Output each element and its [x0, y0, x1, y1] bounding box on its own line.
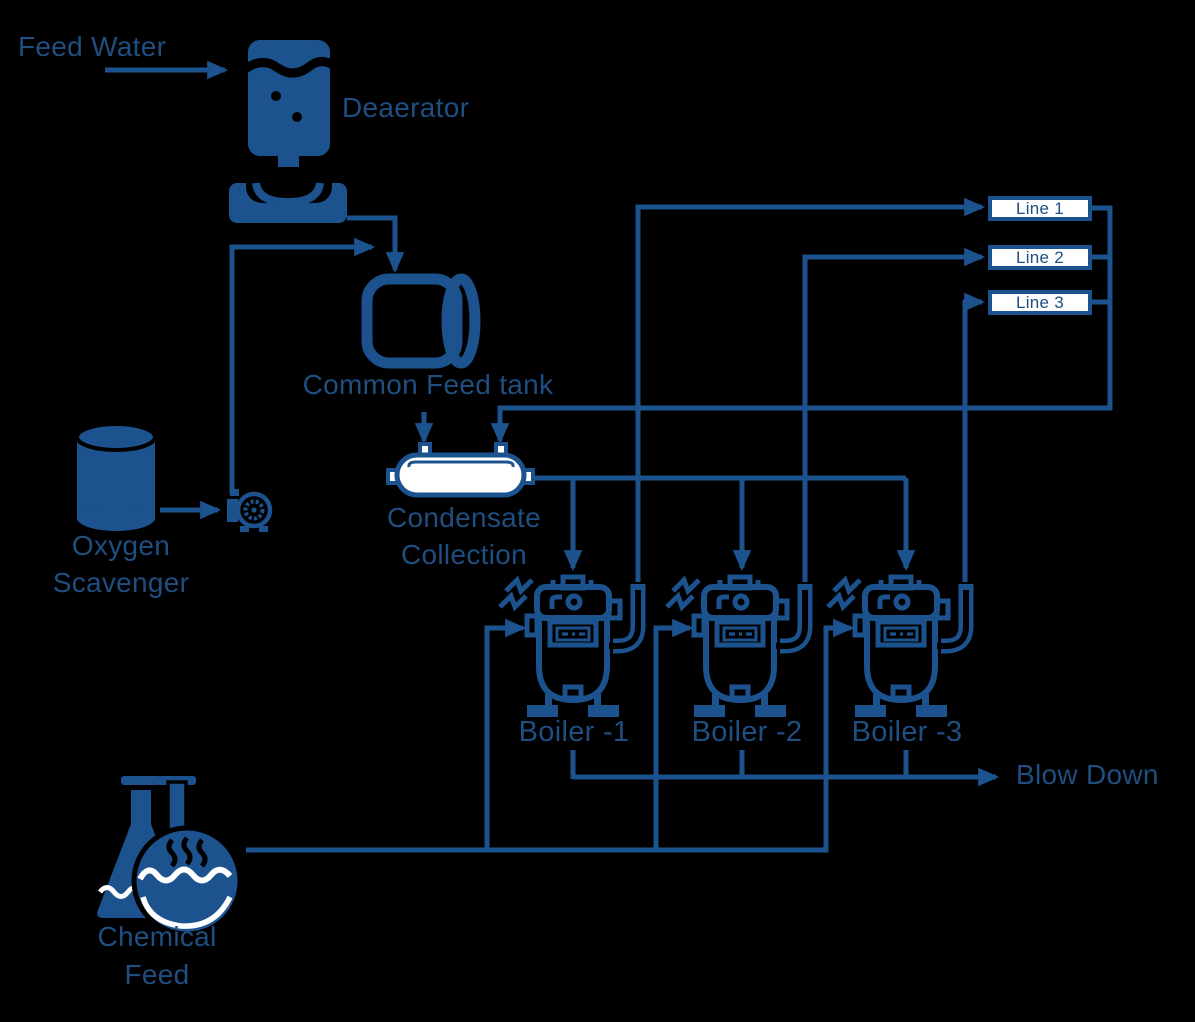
boiler-2-label: Boiler -2 [691, 716, 803, 748]
steam-riser-boiler2 [802, 247, 986, 582]
steam-riser-boiler1 [635, 197, 986, 582]
line-1-label: Line 1 [1015, 198, 1065, 218]
deaerator-outlet-line [347, 215, 405, 274]
oxygen-scavenger-label-line2: Scavenger [52, 567, 190, 598]
chemical-riser-boiler2 [653, 618, 694, 848]
line-3-label: Line 3 [1015, 292, 1065, 312]
boiler-1-icon [500, 577, 638, 717]
chemical-riser-boiler1 [484, 618, 527, 848]
boiler-3-icon [828, 577, 966, 717]
boiler-3-label: Boiler -3 [851, 716, 963, 748]
chemical-feed-label-line1: Chemical [97, 921, 217, 952]
deaerator-icon [229, 40, 347, 223]
boiler-2-icon [667, 577, 805, 717]
chemical-main-line [246, 618, 855, 853]
line-3-box: Line 3 [988, 290, 1092, 315]
chemical-feed-icon [97, 776, 243, 937]
condensate-collection-label: Condensate Collection [387, 499, 541, 573]
pump-discharge-line [229, 237, 376, 494]
piping [105, 60, 1113, 853]
condensate-collection-icon [386, 442, 535, 498]
chemical-pump-icon [227, 489, 273, 532]
blow-down-label: Blow Down [1016, 759, 1159, 790]
line-2-box: Line 2 [988, 245, 1092, 270]
chemical-feed-label: Chemical Feed [97, 918, 216, 994]
line-1-box: Line 1 [988, 196, 1092, 221]
condensate-return-line [490, 205, 1113, 445]
common-feed-tank-label: Common Feed tank [302, 369, 554, 400]
chemical-feed-label-line2: Feed [124, 959, 190, 990]
line-2-label: Line 2 [1015, 247, 1065, 267]
condensate-collection-label-line1: Condensate [386, 502, 542, 533]
common-feed-tank-icon [361, 273, 481, 369]
steam-riser-boiler3 [962, 292, 986, 582]
oxygen-scavenger-icon [75, 422, 157, 531]
feed-water-label: Feed Water [18, 31, 167, 62]
boiler-1-label: Boiler -1 [518, 716, 630, 748]
deaerator-label: Deaerator [342, 92, 470, 123]
oxygen-scavenger-label: Oxygen Scavenger [53, 527, 190, 601]
oxygen-scavenger-label-line1: Oxygen [71, 530, 171, 561]
condensate-collection-label-line2: Collection [401, 539, 527, 570]
